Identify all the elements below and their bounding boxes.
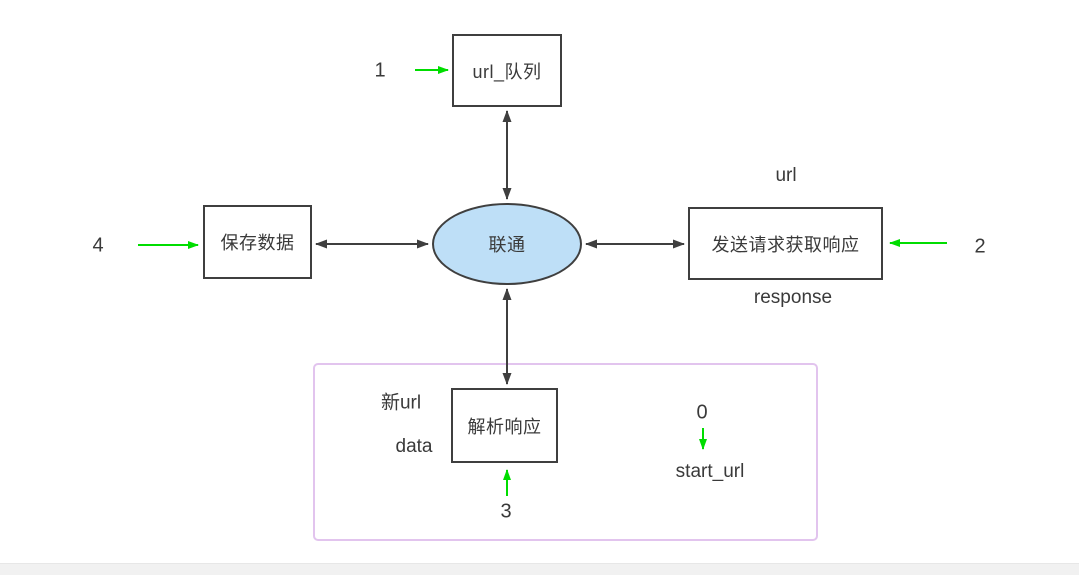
step-number-1[interactable]: 1: [374, 59, 386, 82]
node-parse-response[interactable]: 解析响应: [451, 388, 558, 463]
step-number-0[interactable]: 0: [696, 401, 708, 424]
label-data[interactable]: data: [395, 436, 433, 457]
node-url-queue-label: url_队列: [472, 61, 542, 82]
node-hub-ellipse[interactable]: 联通: [432, 203, 582, 285]
label-response[interactable]: response: [753, 287, 833, 308]
horizontal-scrollbar[interactable]: [0, 563, 1079, 575]
label-url[interactable]: url: [775, 165, 797, 186]
node-save-data[interactable]: 保存数据: [203, 205, 312, 279]
node-hub-label: 联通: [488, 235, 526, 255]
step-number-2[interactable]: 2: [974, 235, 986, 258]
label-new-url[interactable]: 新url: [380, 392, 422, 414]
node-send-request[interactable]: 发送请求获取响应: [688, 207, 883, 280]
node-save-data-label: 保存数据: [220, 233, 295, 253]
parse-group-rect[interactable]: [313, 363, 818, 541]
step-number-3[interactable]: 3: [500, 500, 512, 523]
node-send-request-label: 发送请求获取响应: [711, 234, 860, 255]
node-url-queue[interactable]: url_队列: [452, 34, 562, 107]
node-parse-response-label: 解析响应: [467, 416, 542, 437]
step-number-4[interactable]: 4: [92, 234, 104, 257]
label-start-url[interactable]: start_url: [675, 461, 745, 482]
